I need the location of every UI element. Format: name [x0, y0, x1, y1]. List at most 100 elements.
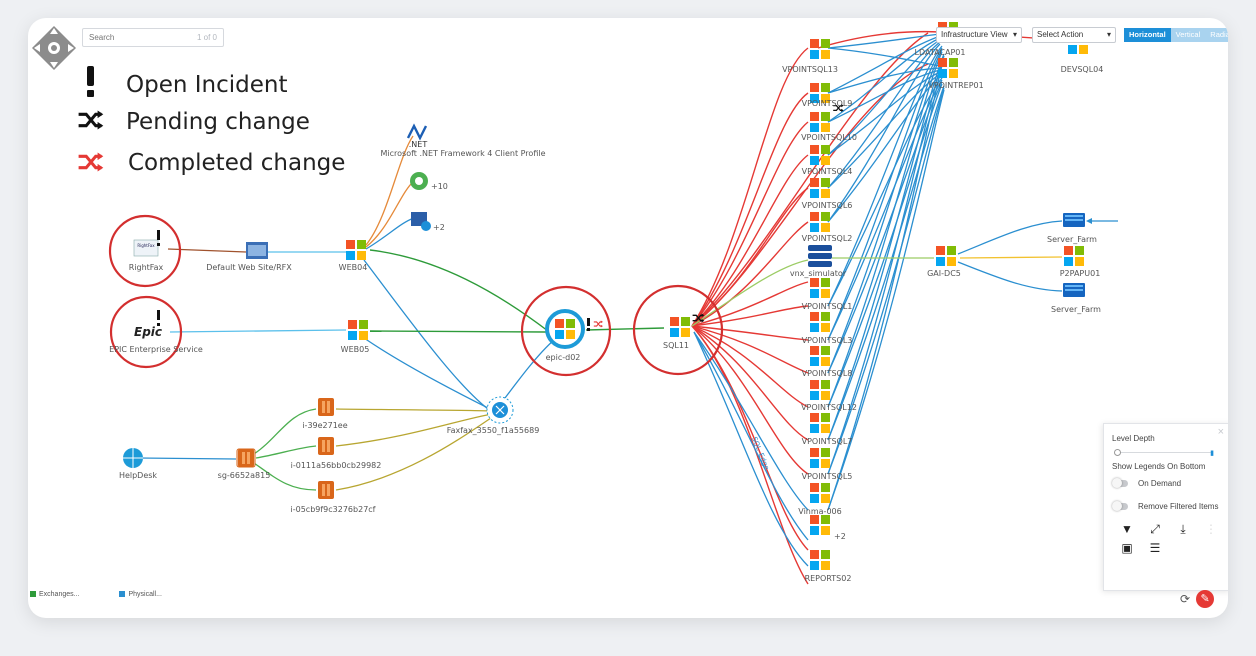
node-vpointsql4[interactable]: VPOINTSQL4	[802, 145, 853, 176]
node-i011[interactable]: i-0111a56bb0cb29982	[291, 437, 382, 470]
node-vpointsql6[interactable]: VPOINTSQL6	[802, 178, 853, 210]
vinma-label: Vinma-006	[798, 507, 841, 516]
node-vpointsql5[interactable]: VPOINTSQL5	[802, 448, 853, 481]
download-icon[interactable]: ⤓	[1180, 522, 1186, 536]
epic-label: EPIC Enterprise Service	[109, 345, 203, 354]
filter-icon[interactable]: ▼	[1121, 522, 1133, 536]
node-sql11[interactable]: SQL11	[663, 312, 706, 351]
node-plus2b[interactable]: +2	[810, 515, 846, 541]
node-helpdesk[interactable]: HelpDesk	[119, 448, 157, 480]
epicd02-highlight	[520, 285, 612, 377]
p2papu01-label: P2PAPU01	[1060, 269, 1101, 278]
node-vpointsql7[interactable]: VPOINTSQL7	[802, 413, 853, 446]
view-select[interactable]: Infrastructure View ▾	[936, 27, 1022, 43]
node-rightfax[interactable]: RightFax RightFax	[129, 230, 164, 272]
node-vpointsql9[interactable]: VPOINTSQL9	[802, 83, 853, 113]
helpdesk-label: HelpDesk	[119, 471, 157, 480]
node-sg[interactable]: sg-6652a815	[218, 448, 271, 480]
more-icon[interactable]: ⋮	[1205, 522, 1217, 536]
show-legends-label: Show Legends On Bottom	[1112, 462, 1206, 471]
sql11-physical-edges	[693, 331, 809, 567]
node-vpointsql2[interactable]: VPOINTSQL2	[802, 212, 853, 243]
edge-epicd02-web05	[369, 330, 547, 333]
plus2a-label: +2	[433, 223, 445, 232]
node-vpointsql3[interactable]: VPOINTSQL3	[802, 312, 853, 345]
remove-filtered-label: Remove Filtered Items	[1138, 502, 1219, 511]
node-default-site[interactable]: Default Web Site/RFX	[206, 242, 292, 272]
edge-gai-farm2	[957, 261, 1063, 292]
on-demand-toggle[interactable]	[1112, 478, 1128, 488]
edge-i011-faxfax	[335, 413, 493, 447]
node-dotnet[interactable]: .NET Microsoft .NET Framework 4 Client P…	[381, 123, 546, 158]
search-input[interactable]	[89, 29, 159, 46]
level-depth-slider[interactable]: ▮	[1112, 446, 1222, 458]
edge-i39-faxfax	[335, 408, 493, 412]
legend-pending-change: Pending change	[126, 109, 310, 135]
layout-toggle: Horizontal Vertical Radial	[1124, 28, 1228, 42]
rightfax-highlight	[108, 214, 182, 288]
remove-filtered-toggle[interactable]	[1112, 501, 1128, 511]
node-web05[interactable]: WEB05	[341, 320, 370, 354]
node-web04[interactable]: WEB04	[339, 240, 368, 272]
node-plus10[interactable]: +10	[410, 172, 448, 191]
search-box[interactable]: 1 of 0	[82, 28, 224, 47]
node-plus2a[interactable]: +2	[411, 212, 445, 232]
node-vpointsql8[interactable]: VPOINTSQL8	[802, 346, 853, 378]
node-ldatacap01[interactable]: LDATACAP01	[915, 22, 966, 57]
vpointsql12-label: VPOINTSQL12	[801, 403, 857, 412]
node-p2papu01[interactable]: P2PAPU01	[1060, 246, 1101, 278]
node-vpointsql10[interactable]: VPOINTSQL10	[801, 112, 857, 142]
vpointsql2-label: VPOINTSQL2	[802, 234, 853, 243]
edit-icon[interactable]: ✎	[1196, 590, 1215, 608]
node-i05c[interactable]: i-05cb9f9c3276b27cf	[291, 481, 376, 514]
node-server-farm-2[interactable]: Server_Farm	[1051, 283, 1101, 314]
dotnet-label: Microsoft .NET Framework 4 Client Profil…	[381, 149, 546, 158]
edge-gai-farm1	[957, 220, 1063, 255]
vpointsql10-label: VPOINTSQL10	[801, 133, 857, 142]
node-faxfax[interactable]: Faxfax_3550_f1a55689	[447, 396, 540, 435]
completed-change-icon	[593, 319, 604, 329]
list-icon[interactable]: ☰	[1149, 541, 1161, 555]
default-site-label: Default Web Site/RFX	[206, 263, 292, 272]
web04-label: WEB04	[339, 263, 368, 272]
node-server-farm-1[interactable]: Server_Farm	[1047, 213, 1097, 244]
node-devsql04[interactable]: DEVSQL04	[1061, 34, 1104, 74]
node-vpointsql1[interactable]: VPOINTSQL1	[802, 278, 853, 311]
on-demand-label: On Demand	[1138, 479, 1182, 488]
node-vpointsql12[interactable]: VPOINTSQL12	[801, 380, 857, 412]
layout-vertical[interactable]: Vertical	[1170, 28, 1206, 42]
i39-label: i-39e271ee	[302, 421, 347, 430]
slider-handle[interactable]	[1114, 449, 1121, 456]
action-select[interactable]: Select Action ▾	[1032, 27, 1116, 43]
dependency-graph[interactable]: SQL_Edge Open Incident Pending change Co…	[28, 18, 1228, 618]
node-vpointsql13[interactable]: VPOINTSQL13	[782, 39, 838, 74]
edge-faxfax-epicd02	[501, 339, 555, 403]
layout-radial[interactable]: Radial	[1205, 28, 1228, 42]
expand-icon[interactable]: ⤢	[1150, 522, 1160, 536]
save-icon[interactable]: ▣	[1121, 541, 1133, 555]
refresh-icon[interactable]: ⟳	[1180, 592, 1191, 606]
node-vinma[interactable]: Vinma-006	[798, 483, 842, 516]
node-epic-d02[interactable]: epic-d02	[545, 309, 604, 362]
layout-horizontal[interactable]: Horizontal	[1124, 28, 1171, 42]
node-i39[interactable]: i-39e271ee	[302, 398, 348, 430]
edge-epicd02-web04	[369, 249, 549, 332]
node-epic[interactable]: Epic EPIC Enterprise Service	[109, 310, 203, 354]
node-vpointrep01[interactable]: VPOINTREP01	[928, 58, 984, 90]
pan-zoom-control[interactable]	[32, 26, 76, 70]
close-icon[interactable]: ×	[1217, 426, 1224, 438]
web05-label: WEB05	[341, 345, 370, 354]
chevron-down-icon: ▾	[1012, 30, 1017, 39]
node-gai-dc5[interactable]: GAI-DC5	[927, 246, 961, 278]
action-select-value: Select Action	[1037, 30, 1084, 39]
epic-d02-label: epic-d02	[546, 353, 581, 362]
sql11-highlight	[632, 284, 724, 376]
view-select-value: Infrastructure View	[941, 30, 1008, 39]
arrow-head	[1086, 218, 1092, 224]
gai-dc5-label: GAI-DC5	[927, 269, 961, 278]
topology-canvas[interactable]: SQL_Edge Open Incident Pending change Co…	[28, 18, 1228, 618]
completed-change-icon	[77, 150, 105, 174]
node-reports02[interactable]: REPORTS02	[805, 550, 852, 583]
rightfax-logo-text: RightFax	[137, 243, 155, 248]
node-vnx-simulator[interactable]: vnx_simulator	[790, 245, 847, 278]
